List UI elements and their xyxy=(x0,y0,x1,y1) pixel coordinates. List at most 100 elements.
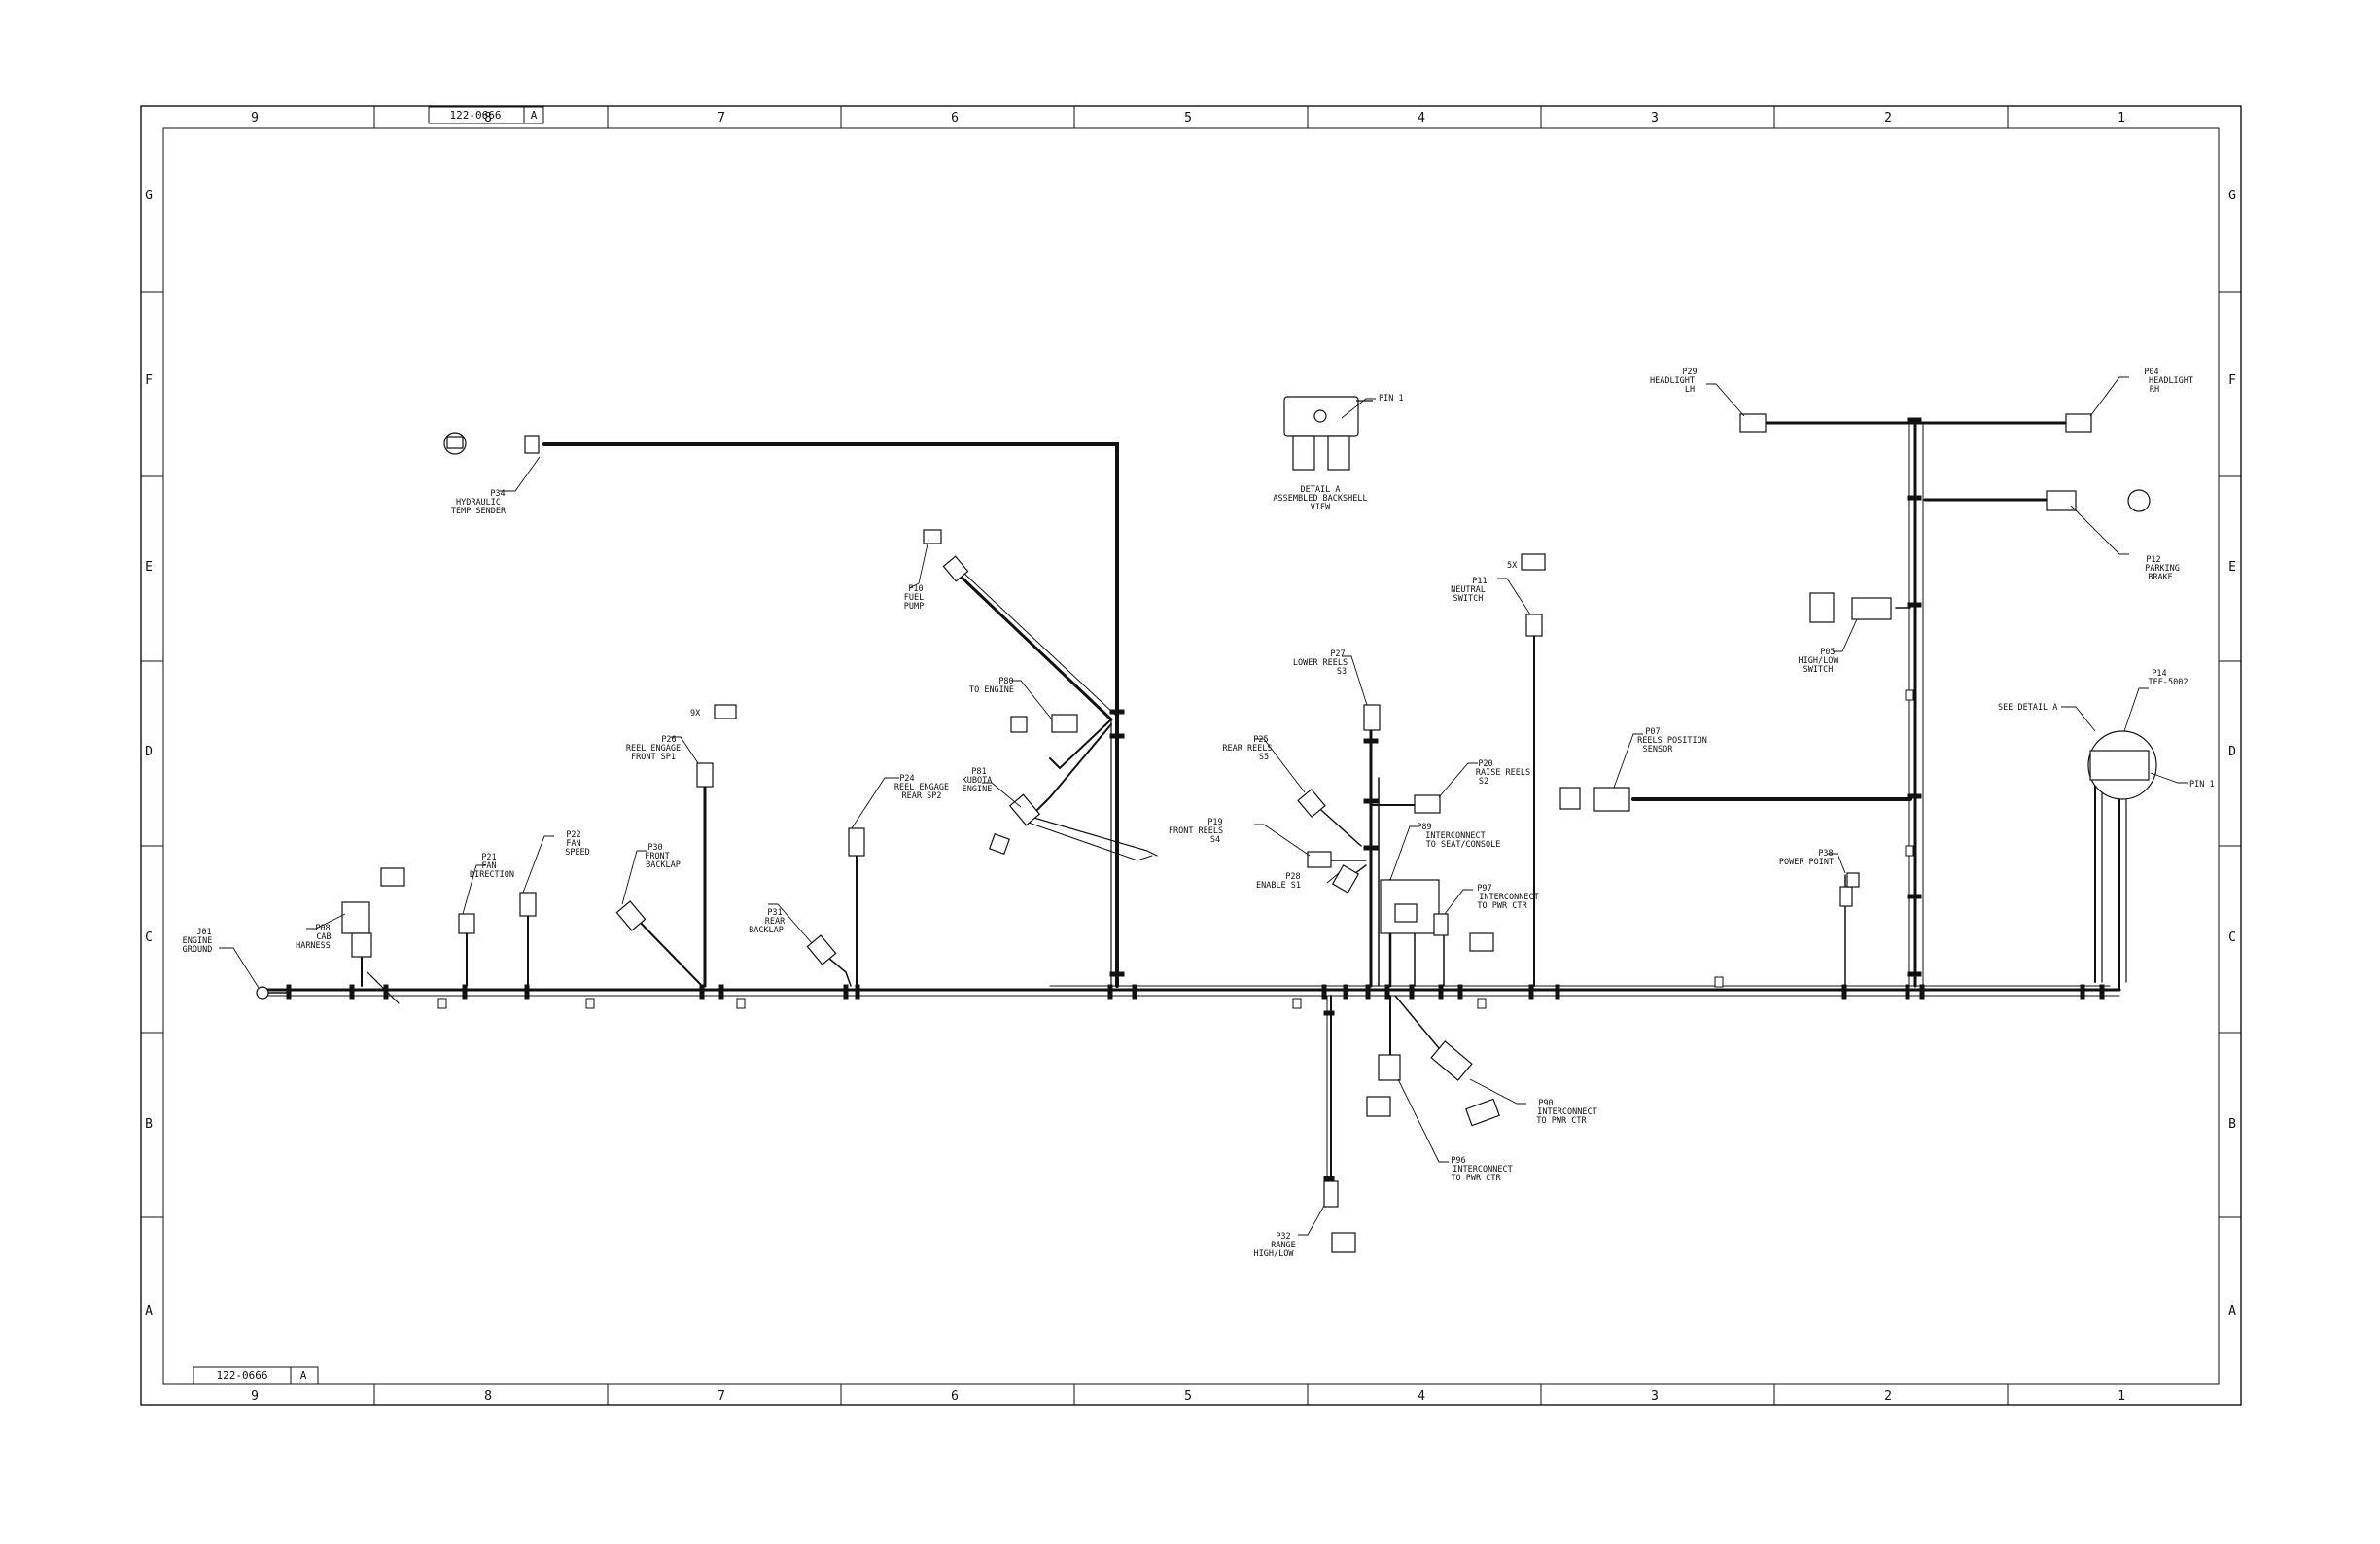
connectors-p25-1-text: REAR REELS xyxy=(1222,744,1272,754)
connectors-p90-0-text: P90 xyxy=(1538,1099,1553,1108)
connectors-p26-2-text: FRONT SP1 xyxy=(631,753,676,762)
connectors-p31-1-text: REAR xyxy=(765,917,786,927)
connectors-p21-0-text: P21 xyxy=(481,853,496,862)
connectors-p81-0-text: P81 xyxy=(971,767,986,777)
title-block-top-revision: A xyxy=(531,109,538,122)
connectors-p19-1-text: FRONT REELS xyxy=(1169,826,1223,836)
p25-plug xyxy=(1297,788,1326,819)
p38-plug xyxy=(1839,886,1853,907)
connectors-p11-2-text: SWITCH xyxy=(1453,594,1484,604)
connectors-p20-1-text: RAISE REELS xyxy=(1476,768,1530,778)
label-p31: P31 REAR BACKLAP xyxy=(749,908,786,935)
zone-col-top-6: 6 xyxy=(951,111,959,125)
zone-col-top-4: 4 xyxy=(1418,111,1425,125)
connectors-p80-0-text: P80 xyxy=(998,677,1013,686)
p21-plug xyxy=(458,913,475,934)
zone-row-right-a: A xyxy=(2228,1304,2236,1318)
label-p34: P34 HYDRAULIC TEMP SENDER xyxy=(451,489,507,516)
zone-col-bottom-5: 5 xyxy=(1184,1389,1192,1404)
connectors-p26-1-text: REEL ENGAGE xyxy=(626,744,681,754)
title-block-bottom-part-number: 122-0666 xyxy=(217,1369,268,1382)
zone-col-top-2: 2 xyxy=(1884,111,1892,125)
connectors-p12-0-text: P12 xyxy=(2146,555,2160,565)
label-p29: P29 HEADLIGHT LH xyxy=(1650,368,1698,395)
connectors-p04-0-text: P04 xyxy=(2144,368,2158,377)
connectors-p08-2-text: HARNESS xyxy=(296,941,331,951)
label-p90: P90 INTERCONNECT TO PWR CTR xyxy=(1536,1099,1596,1126)
connector-bodies xyxy=(256,413,2157,1253)
connectors-j01-1-text: ENGINE xyxy=(183,936,213,946)
zone-col-bottom-4: 4 xyxy=(1418,1389,1425,1404)
connectors-p14-1-text: TEE-5002 xyxy=(2149,678,2188,687)
p10-plug xyxy=(942,555,969,582)
connectors-p22-1-text: FAN xyxy=(566,839,580,849)
p05-plug xyxy=(1851,597,1892,620)
connectors-p29-0-text: P29 xyxy=(1682,368,1697,377)
label-p81: P81 KUBOTA ENGINE xyxy=(962,767,993,794)
p28-plug xyxy=(1331,864,1360,894)
p08-body xyxy=(341,901,370,934)
title-block-bottom: 122-0666 A xyxy=(192,1366,319,1385)
label-p96: P96 INTERCONNECT TO PWR CTR xyxy=(1451,1156,1512,1183)
connectors-p10-2-text: PUMP xyxy=(904,602,924,612)
connectors-p24-0-text: P24 xyxy=(899,774,914,784)
zone-col-bottom-8: 8 xyxy=(484,1389,492,1404)
connectors-p32-2-text: HIGH/LOW xyxy=(1254,1249,1295,1259)
pin1-right-label: PIN 1 xyxy=(2189,780,2215,790)
zone-col-top-9: 9 xyxy=(251,111,259,125)
p11-plug xyxy=(1525,614,1543,637)
title-block-top: 122-0666 A xyxy=(428,106,544,124)
label-p30: P30 FRONT BACKLAP xyxy=(645,843,681,870)
label-p20: P20 RAISE REELS S2 xyxy=(1476,759,1530,787)
connectors-p10-0-text: P10 xyxy=(908,584,923,594)
zone-row-right-b: B xyxy=(2228,1117,2236,1132)
connectors-p96-2-text: TO PWR CTR xyxy=(1451,1174,1501,1183)
connectors-p30-1-text: FRONT xyxy=(645,852,670,861)
connectors-p27-2-text: S3 xyxy=(1337,667,1347,677)
connectors-j01-2-text: GROUND xyxy=(183,945,213,955)
p07-plug xyxy=(1593,787,1630,812)
zone-col-top-3: 3 xyxy=(1651,111,1659,125)
p31-plug xyxy=(806,934,837,965)
zone-col-bottom-2: 2 xyxy=(1884,1389,1892,1404)
connectors-p32-1-text: RANGE xyxy=(1271,1241,1296,1250)
zone-col-top-8: 8 xyxy=(484,111,492,125)
label-p27: P27 LOWER REELS S3 xyxy=(1293,649,1348,677)
title-block-top-part-number: 122-0666 xyxy=(450,109,502,122)
label-p08: P08 CAB HARNESS xyxy=(296,924,332,951)
connectors-p22-2-text: SPEED xyxy=(565,848,590,858)
p29-plug xyxy=(1739,413,1767,433)
zone-row-right-e: E xyxy=(2228,560,2236,575)
connectors-p96-1-text: INTERCONNECT xyxy=(1452,1165,1512,1175)
connectors-p21-1-text: FAN xyxy=(481,861,496,871)
connectors-p90-2-text: TO PWR CTR xyxy=(1536,1116,1587,1126)
label-p26: P26 REEL ENGAGE FRONT SP1 xyxy=(626,735,681,762)
zone-ticks xyxy=(141,106,2241,1405)
connectors-p08-1-text: CAB xyxy=(316,932,331,942)
zone-col-top-7: 7 xyxy=(718,111,725,125)
zone-row-right-f: F xyxy=(2228,373,2236,388)
p20-plug xyxy=(1414,794,1441,814)
connectors-p27-1-text: LOWER REELS xyxy=(1293,658,1348,668)
title-block-bottom-revision: A xyxy=(300,1369,307,1382)
connectors-p81-2-text: ENGINE xyxy=(962,785,993,794)
p19-plug xyxy=(1307,851,1332,868)
label-p80: P80 TO ENGINE xyxy=(969,677,1014,695)
p11-view-count: 5X xyxy=(1507,561,1518,571)
drawing-border xyxy=(140,105,2242,1406)
connectors-p31-0-text: P31 xyxy=(767,908,782,918)
connectors-p20-2-text: S2 xyxy=(1479,777,1488,787)
label-p04: P04 HEADLIGHT RH xyxy=(2144,368,2193,395)
p81-plug xyxy=(1008,793,1041,826)
p30-plug xyxy=(615,900,647,931)
label-p10: P10 FUEL PUMP xyxy=(904,584,924,612)
detail_a-caption-2-text: VIEW xyxy=(1311,503,1331,512)
connectors-p89-0-text: P89 xyxy=(1417,823,1431,832)
connectors-p19-0-text: P19 xyxy=(1208,818,1222,827)
detail_a-caption-0-text: DETAIL A xyxy=(1301,485,1341,495)
label-p05: P05 HIGH/LOW SWITCH xyxy=(1799,648,1839,675)
p04-plug xyxy=(2065,413,2092,433)
label-p28: P28 ENABLE S1 xyxy=(1256,872,1301,891)
connectors-p05-0-text: P05 xyxy=(1820,648,1835,657)
zone-col-bottom-1: 1 xyxy=(2118,1389,2125,1404)
